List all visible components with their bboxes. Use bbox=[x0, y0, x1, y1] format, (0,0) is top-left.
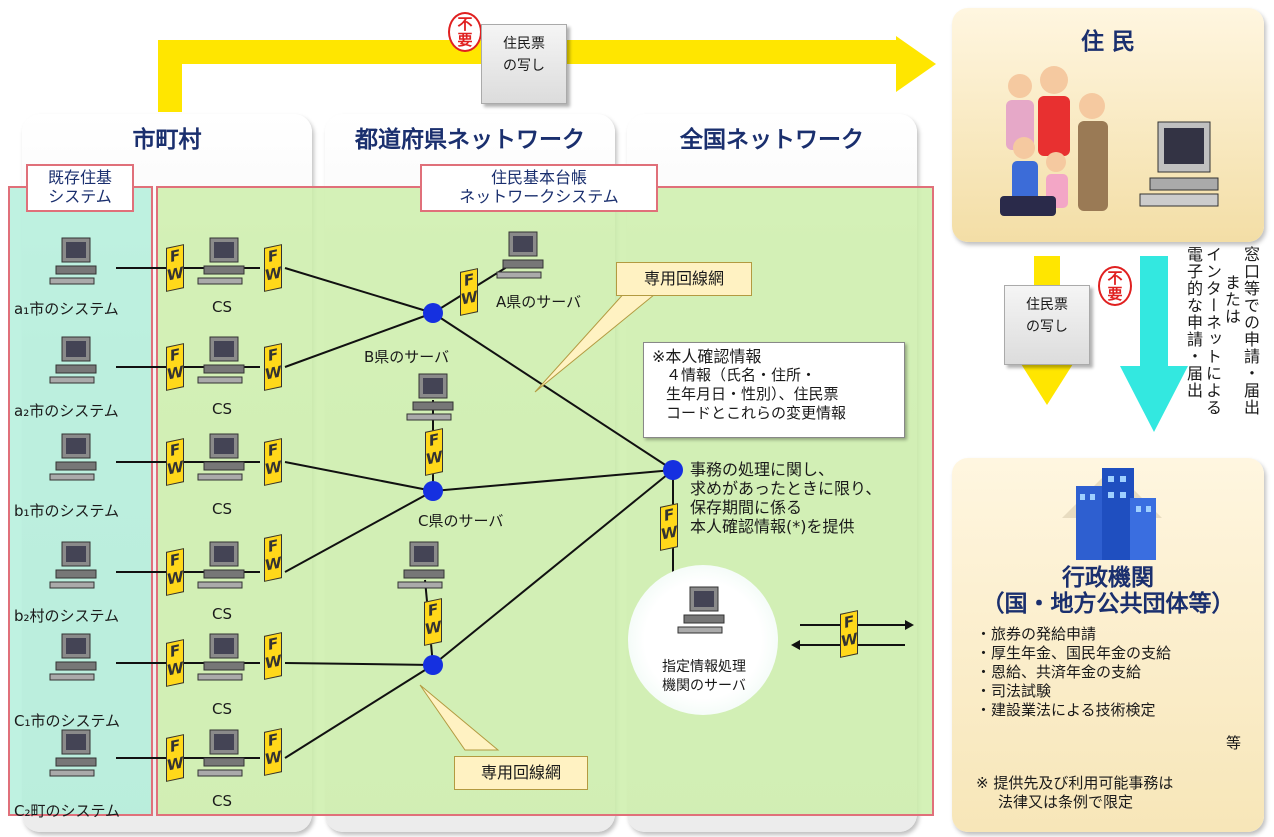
cs-computer-icon bbox=[196, 632, 252, 684]
national-network-title: 全国ネットワーク bbox=[680, 127, 864, 153]
cs-computer-icon bbox=[196, 236, 252, 288]
system-label: C₁市のシステム bbox=[14, 712, 121, 730]
application-note: 窓口等での申請・届出 または インターネットによる 電子的な申請・届出 bbox=[1184, 246, 1260, 416]
admin-etc: 等 bbox=[1226, 734, 1242, 752]
server-c-label: C県のサーバ bbox=[418, 512, 504, 530]
admin-subtitle: （国・地方公共団体等） bbox=[981, 591, 1235, 617]
system-label: a₂市のシステム bbox=[14, 402, 119, 420]
existing-system-area bbox=[8, 186, 153, 816]
residents-title: 住 民 bbox=[1080, 29, 1135, 55]
cs-label: CS bbox=[212, 298, 232, 316]
juki-net-label: 住民基本台帳ネットワークシステム bbox=[420, 164, 658, 212]
server-a-icon bbox=[495, 230, 551, 282]
server-b-icon bbox=[405, 372, 461, 424]
cs-label: CS bbox=[212, 500, 232, 518]
admin-footnote: ※ 提供先及び利用可能事務は 法律又は条例で限定 bbox=[976, 774, 1174, 811]
resident-copy-card-right: 住民票の写し bbox=[1004, 285, 1090, 365]
cs-label: CS bbox=[212, 605, 232, 623]
identity-info-note: ※本人確認情報 ４情報（氏名・住所・ 生年月日・性別）、住民票 コードとこれらの… bbox=[643, 342, 905, 438]
system-label: C₂町のシステム bbox=[14, 802, 121, 820]
cs-computer-icon bbox=[196, 728, 252, 780]
computer-icon bbox=[1139, 121, 1219, 207]
unnecessary-stamp-right: 不要 bbox=[1098, 266, 1132, 306]
network-node bbox=[663, 460, 683, 480]
computer-icon bbox=[48, 728, 104, 780]
network-node bbox=[423, 655, 443, 675]
cs-label: CS bbox=[212, 792, 232, 810]
designated-server-label: 指定情報処理機関のサーバ bbox=[662, 659, 746, 694]
cs-computer-icon bbox=[196, 540, 252, 592]
cs-label: CS bbox=[212, 400, 232, 418]
juki-net-area bbox=[156, 186, 934, 816]
network-node bbox=[423, 303, 443, 323]
network-node bbox=[423, 481, 443, 501]
system-label: a₁市のシステム bbox=[14, 300, 119, 318]
computer-icon bbox=[48, 632, 104, 684]
residents-panel: 住 民 bbox=[952, 8, 1264, 242]
existing-system-label: 既存住基システム bbox=[26, 164, 134, 212]
computer-icon bbox=[48, 540, 104, 592]
government-building-icon bbox=[1062, 468, 1162, 560]
server-a-label: A県のサーバ bbox=[496, 293, 582, 311]
system-label: b₂村のシステム bbox=[14, 607, 120, 625]
cs-computer-icon bbox=[196, 335, 252, 387]
admin-items: ・旅券の発給申請 ・厚生年金、国民年金の支給 ・恩給、共済年金の支給 ・司法試験… bbox=[976, 625, 1172, 719]
municipality-title: 市町村 bbox=[132, 127, 202, 153]
computer-icon bbox=[48, 335, 104, 387]
system-label: b₁市のシステム bbox=[14, 502, 120, 520]
dedicated-line-callout-top: 専用回線網 bbox=[616, 262, 752, 296]
family-illustration bbox=[1000, 66, 1108, 216]
designated-server-icon bbox=[676, 585, 732, 637]
computer-icon bbox=[48, 236, 104, 288]
prefecture-network-title: 都道府県ネットワーク bbox=[355, 127, 585, 153]
admin-title: 行政機関 bbox=[1062, 565, 1154, 591]
dedicated-line-callout-bottom: 専用回線網 bbox=[454, 756, 588, 790]
server-b-label: B県のサーバ bbox=[364, 348, 450, 366]
cs-label: CS bbox=[212, 700, 232, 718]
cs-computer-icon bbox=[196, 432, 252, 484]
computer-icon bbox=[48, 432, 104, 484]
server-c-icon bbox=[396, 540, 452, 592]
resident-copy-card-top: 住民票 の写し bbox=[481, 24, 567, 104]
admin-panel: 行政機関 （国・地方公共団体等） ・旅券の発給申請 ・厚生年金、国民年金の支給 … bbox=[952, 458, 1264, 832]
provision-text: 事務の処理に関し、 求めがあったときに限り、 保存期間に係る 本人確認情報(*)… bbox=[690, 460, 882, 536]
